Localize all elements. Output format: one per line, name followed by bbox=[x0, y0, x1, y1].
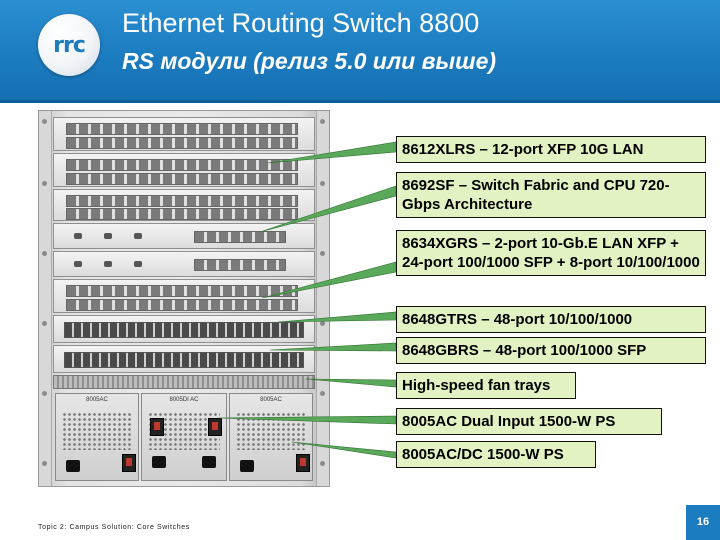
power-supply-8005ac-left: 8005AC bbox=[55, 393, 139, 481]
callout-8005acdc: 8005AC/DC 1500-W PS bbox=[396, 441, 596, 468]
module-8634xgrs bbox=[53, 189, 315, 221]
module-8692sf-2 bbox=[53, 251, 315, 277]
power-switch-icon bbox=[122, 454, 136, 472]
callout-8612xlrs: 8612XLRS – 12-port XFP 10G LAN bbox=[396, 136, 706, 163]
ps-label: 8005AC bbox=[86, 397, 108, 403]
module-8634xgrs-2 bbox=[53, 279, 315, 313]
ps-label: 8005DI AC bbox=[169, 397, 199, 403]
module-8648gbrs bbox=[53, 345, 315, 373]
callout-8692sf: 8692SF – Switch Fabric and CPU 720-Gbps … bbox=[396, 172, 706, 218]
module-8692sf bbox=[53, 223, 315, 249]
callout-8634xgrs: 8634XGRS – 2-port 10-Gb.E LAN XFP + 24-p… bbox=[396, 230, 706, 276]
company-logo: rrc bbox=[38, 14, 100, 76]
callout-8005ac-dual: 8005AC Dual Input 1500-W PS bbox=[396, 408, 662, 435]
power-plug-icon bbox=[66, 460, 80, 472]
power-switch-icon bbox=[150, 418, 164, 436]
power-switch-icon bbox=[208, 418, 222, 436]
fan-tray bbox=[53, 375, 315, 389]
power-plug-icon bbox=[240, 460, 254, 472]
power-plug-icon bbox=[152, 456, 166, 468]
callout-8648gtrs: 8648GTRS – 48-port 10/100/1000 bbox=[396, 306, 706, 333]
callout-fan-trays: High-speed fan trays bbox=[396, 372, 576, 399]
page-number: 16 bbox=[686, 505, 720, 540]
ps-label: 8005AC bbox=[260, 397, 282, 403]
header-bar bbox=[0, 0, 720, 100]
chassis-rail-left bbox=[39, 111, 52, 486]
footer-topic-text: Topic 2: Campus Solution: Core Switches bbox=[38, 524, 190, 531]
chassis-rail-right bbox=[316, 111, 329, 486]
power-supply-8005ac-right: 8005AC bbox=[229, 393, 313, 481]
module-8648gtrs bbox=[53, 315, 315, 343]
power-switch-icon bbox=[296, 454, 310, 472]
module-8612xlrs-2 bbox=[53, 153, 315, 187]
power-plug-icon bbox=[202, 456, 216, 468]
logo-text: rrc bbox=[53, 33, 86, 58]
slide-subtitle: RS модули (релиз 5.0 или выше) bbox=[122, 48, 497, 74]
slide-title: Ethernet Routing Switch 8800 bbox=[122, 8, 480, 38]
switch-chassis-image: 8005AC 8005DI AC 8005AC bbox=[38, 110, 330, 487]
callout-8648gbrs: 8648GBRS – 48-port 100/1000 SFP bbox=[396, 337, 706, 364]
header-divider bbox=[0, 100, 720, 103]
module-8612xlrs bbox=[53, 117, 315, 151]
power-supply-8005di: 8005DI AC bbox=[141, 393, 227, 481]
